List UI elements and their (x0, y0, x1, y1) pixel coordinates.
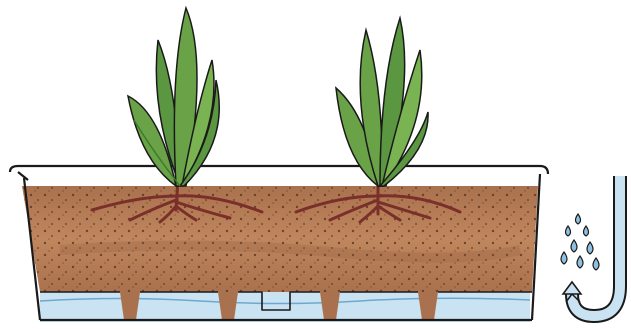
leaves (128, 8, 219, 186)
leaves (336, 18, 428, 186)
water-droplets (561, 214, 599, 270)
water-reservoir (40, 292, 530, 322)
